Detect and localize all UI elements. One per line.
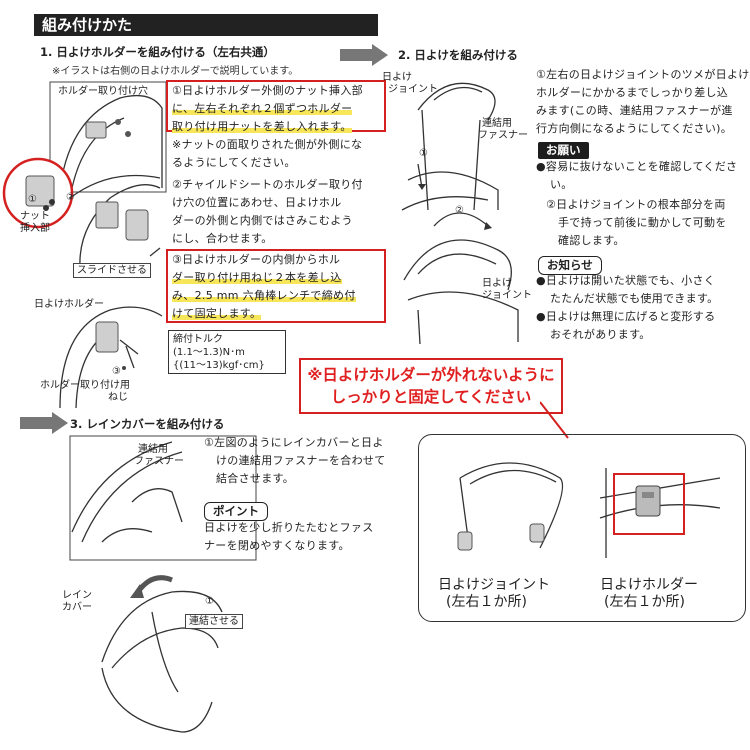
detail-joint: 日よけジョイント (左右１か所) [438, 577, 550, 610]
step1-heading: 1. 日よけホルダーを組み付ける（左右共通） [40, 45, 275, 59]
fig-step3-num: ③ [112, 366, 121, 377]
step3-fig-fastener-1: 連結用 [138, 444, 168, 455]
holder-part-icon [635, 485, 661, 517]
connector-line [540, 401, 569, 439]
notice-items: ●日よけは開いた状態でも、小さく たたんだ状態でも使用できます。 ●日よけは無理… [536, 274, 719, 341]
torque-box: 締付トルク (1.1〜1.3)N･m {(11〜13)kgf･cm} [168, 330, 286, 374]
step3-fig-connect: 連結させる [185, 614, 243, 629]
point-text: 日よけを少し折りたたむとファス ナーを閉めやすくなります。 [204, 521, 374, 552]
fig-screw-label-1: ホルダー取り付け用 [40, 380, 130, 391]
arrow-icon [340, 44, 388, 66]
step2-fig-joint-3: 日よけ [482, 278, 512, 289]
step2-heading: 2. 日よけを組み付ける [398, 48, 518, 62]
point-label: ポイント [204, 500, 268, 521]
step3-p1: ①左図のようにレインカバーと日よ けの連結用ファスナーを合わせて 結合させます。 [204, 436, 386, 485]
fig-nut-label-2: 挿入部 [20, 223, 50, 234]
step3-fig-num1: ① [205, 596, 214, 607]
fig-step2-num: ② [66, 192, 75, 203]
step1-p1: ①日よけホルダー外側のナット挿入部 に、左右それぞれ２個ずつホルダー 取り付け用… [172, 84, 363, 169]
step1-p3-redbox [166, 249, 386, 323]
fig-nut-num: ① [28, 194, 37, 205]
step2-p2: ②日よけジョイントの根本部分を両 手で持って前後に動かして可動を 確認します。 [546, 198, 727, 247]
step2-fig-joint-4: ジョイント [482, 290, 532, 301]
fig-nut-label-1: ナット [20, 211, 50, 222]
step1-p2: ②チャイルドシートのホルダー取り付 け穴の位置にあわせ、日よけホル ダーの外側と… [172, 178, 363, 245]
detail-box [418, 434, 746, 622]
step2-fig-num1: ① [419, 148, 428, 159]
step3-fig-fastener-2: ファスナー [134, 456, 184, 467]
step2-fig-fastener-2: ファスナー [478, 130, 528, 141]
request-label: お願い [538, 139, 589, 159]
request-item: ●容易に抜けないことを確認してくださ い。 [536, 160, 738, 191]
step2-illustration [401, 82, 519, 345]
step2-fig-num2: ② [455, 205, 464, 216]
step3-fig-rain-1: レイン [62, 590, 92, 601]
step1-p3: ③日よけホルダーの内側からホル ダー取り付け用ねじ２本を差し込 み、2.5 mm… [172, 253, 356, 320]
step3-illustration [69, 435, 257, 733]
fig-slide-label: スライドさせる [73, 263, 151, 278]
step2-fig-joint-1: 日よけ [382, 72, 412, 83]
step1-illustration [2, 81, 167, 409]
holder-highlight [613, 473, 685, 535]
step2-fig-fastener-1: 連結用 [482, 118, 512, 129]
notice-label: お知らせ [538, 254, 602, 275]
step3-heading: 3. レインカバーを組み付ける [70, 417, 225, 431]
step2-p1: ①左右の日よけジョイントのツメが日よけ ホルダーにかかるまでしっかり差し込 みま… [536, 68, 750, 135]
detail-illustration [457, 462, 721, 558]
arrow-icon [20, 412, 68, 434]
step3-fig-rain-2: カバー [62, 602, 92, 613]
step1-note: ※イラストは右側の日よけホルダーで説明しています。 [52, 66, 299, 77]
warning-box: ※日よけホルダーが外れないように しっかりと固定してください [299, 358, 563, 414]
detail-holder: 日よけホルダー (左右１か所) [600, 577, 698, 610]
fig-screw-label-2: ねじ [108, 392, 128, 403]
fig-holder-label: 日よけホルダー [34, 299, 104, 310]
fig-hole-label: ホルダー取り付け穴 [58, 86, 148, 97]
step2-fig-joint-2: ジョイント [388, 84, 438, 95]
page-title: 組み付けかた [34, 14, 378, 36]
